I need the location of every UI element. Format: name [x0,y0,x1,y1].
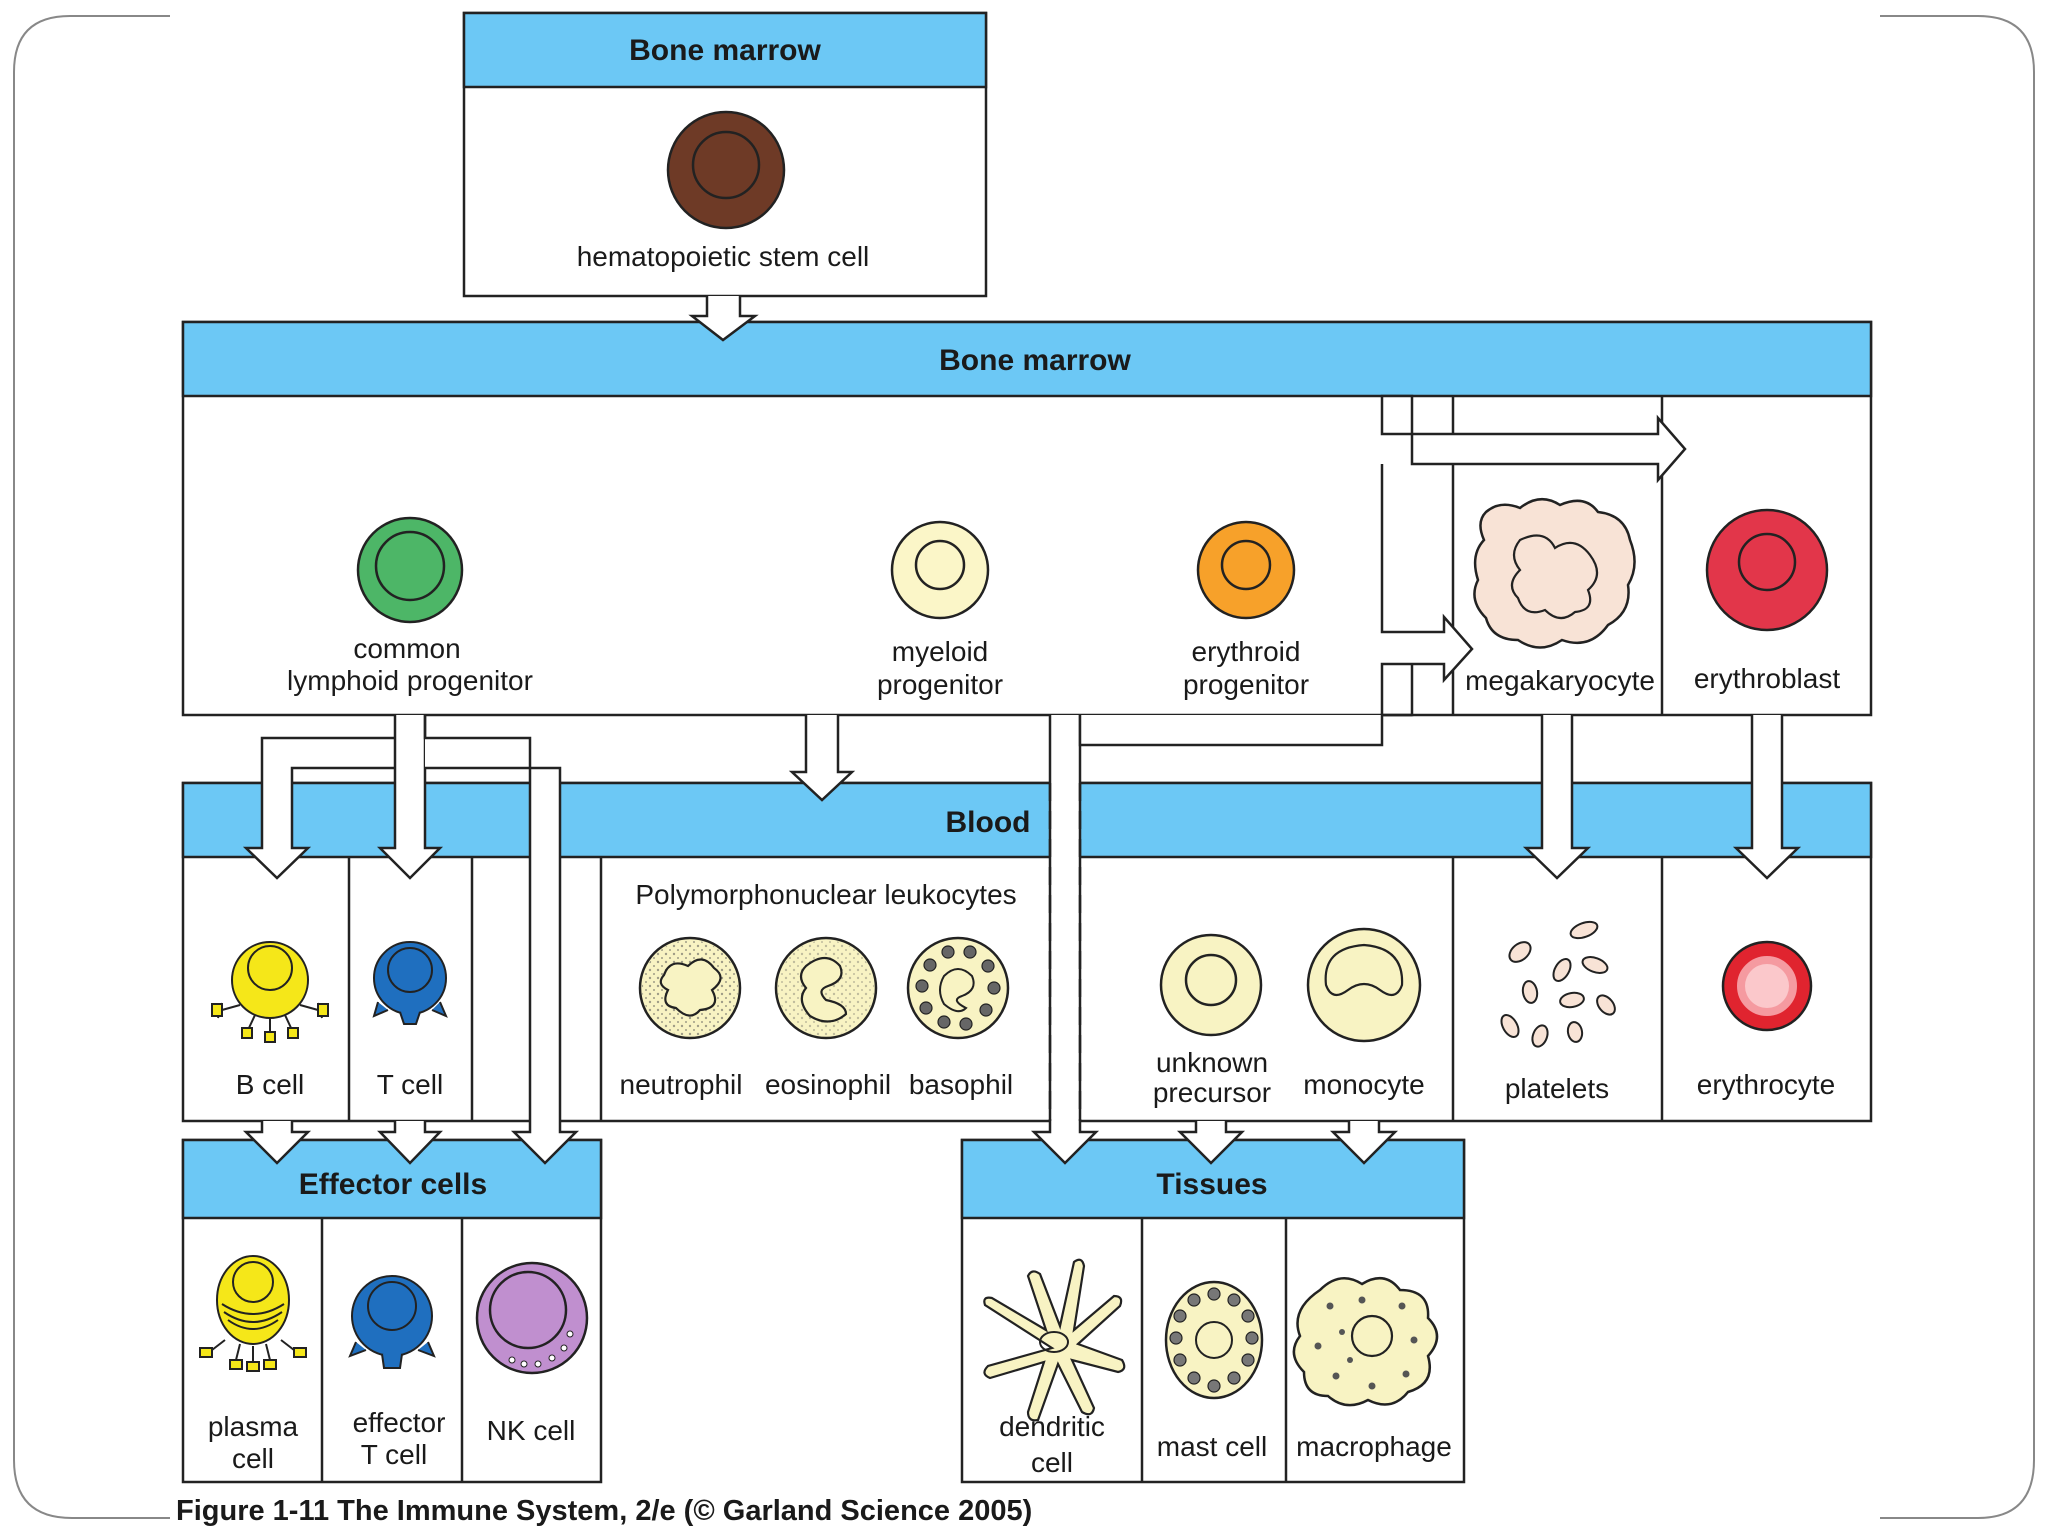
erythroid-progenitor-icon [1196,520,1296,620]
myeloid-progenitor-icon [890,520,990,620]
eosinophil-icon [774,936,878,1040]
label-mast-cell: mast cell [1157,1431,1267,1462]
label-dendritic-line2: cell [1031,1447,1073,1478]
monocyte-icon [1306,927,1422,1043]
figure-caption: Figure 1-11 The Immune System, 2/e (© Ga… [176,1495,1032,1527]
header-bar-bone-marrow-main [181,320,1873,398]
label-myeloid-line2: progenitor [877,669,1003,700]
unknown-precursor-icon [1159,933,1263,1037]
arrow-hsc-down [688,296,759,342]
slide-frame [13,15,2035,1519]
t-cell-icon [372,941,448,1025]
plasma-cell-icon [199,1255,307,1372]
label-erythroid-line2: progenitor [1183,669,1309,700]
header-bone-marrow-main: Bone marrow [939,344,1131,377]
label-dendritic-line1: dendritic [999,1411,1105,1442]
mast-cell-icon [1164,1280,1264,1400]
header-bar-effector [181,1138,603,1220]
label-clp-line2: lymphoid progenitor [287,665,533,696]
arrow-erythroid-route [1078,713,1412,747]
label-b-cell: B cell [236,1069,304,1100]
label-erythroblast: erythroblast [1694,663,1841,694]
b-cell-icon [211,941,329,1043]
label-erythrocyte: erythrocyte [1697,1069,1836,1100]
label-polymorphonuclear: Polymorphonuclear leukocytes [635,879,1016,910]
basophil-icon [906,936,1010,1040]
label-nk-cell: NK cell [487,1415,576,1446]
header-blood: Blood [946,806,1031,839]
label-erythroid-line1: erythroid [1192,636,1301,667]
arrow-myeloid-down [788,715,856,802]
label-monocyte: monocyte [1303,1069,1424,1100]
arrow-megakaryocyte-to-platelets [1522,715,1592,880]
platelets-icon [1500,920,1616,1048]
label-unknown-line2: precursor [1153,1077,1271,1108]
header-bar-bone-marrow-top [462,11,988,89]
label-myeloid-line1: myeloid [892,636,988,667]
label-plasma-line2: cell [232,1443,274,1474]
label-unknown-line1: unknown [1156,1047,1268,1078]
arrow-b-to-plasma [242,1121,312,1165]
hsc-cell-icon [666,110,786,230]
label-platelets: platelets [1505,1073,1609,1104]
arrow-t-to-effector [377,1121,443,1165]
label-plasma-line1: plasma [208,1411,299,1442]
erythroblast-icon [1705,508,1829,632]
nk-cell-icon [475,1261,589,1375]
lymphoid-progenitor-icon [356,516,464,624]
macrophage-icon [1292,1277,1439,1407]
label-eosinophil: eosinophil [765,1069,891,1100]
neutrophil-icon [638,936,742,1040]
label-macrophage: macrophage [1296,1431,1452,1462]
label-hsc: hematopoietic stem cell [577,241,870,272]
arrow-to-dendritic [1030,715,1100,1165]
arrow-erythroblast-to-erythrocyte [1732,715,1802,880]
header-bar-blood [181,781,1873,859]
label-neutrophil: neutrophil [620,1069,743,1100]
label-clp-line1: common [353,633,460,664]
dendritic-cell-icon [983,1258,1126,1422]
header-tissues: Tissues [1156,1168,1267,1201]
label-megakaryocyte: megakaryocyte [1465,665,1655,696]
arrow-clp-to-b-cell [242,715,412,880]
erythrocyte-icon [1721,940,1813,1032]
label-basophil: basophil [909,1069,1013,1100]
arrow-clp-to-nk [423,715,580,1165]
header-effector-cells: Effector cells [299,1168,487,1201]
arrow-monocyte-to-macrophage [1329,1121,1399,1165]
label-effector-t-line2: T cell [361,1439,427,1470]
arrow-to-erythroblast [1380,394,1687,484]
effector-t-cell-icon [348,1275,436,1369]
label-t-cell: T cell [377,1069,443,1100]
header-bone-marrow-top: Bone marrow [629,34,821,67]
label-effector-t-line1: effector [353,1407,446,1438]
arrow-unknown-to-mast [1176,1121,1246,1165]
megakaryocyte-icon [1473,498,1636,649]
